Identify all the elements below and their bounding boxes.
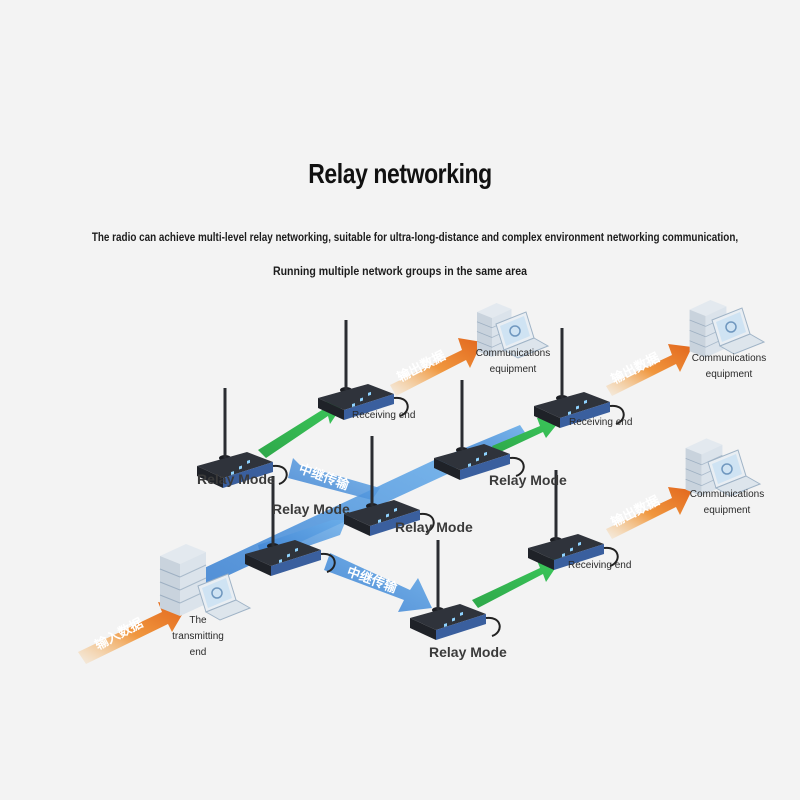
relay-mode-label-5: Relay Mode — [429, 644, 507, 660]
blue-relay-arrows — [168, 425, 528, 612]
relay-transfer-arrow-text-2: 中继传输 — [345, 564, 400, 597]
transmitting-end-label-line1: The — [189, 615, 207, 626]
receiving-end-label-2: Receiving end — [569, 417, 632, 428]
relay-transfer-arrow-text-1: 中继传输 — [297, 461, 352, 494]
receiving-end-label-1: Receiving end — [352, 410, 415, 421]
relay-mode-label-1: Relay Mode — [197, 471, 275, 487]
page-title: Relay networking — [308, 158, 492, 189]
green-arrows — [258, 400, 562, 608]
transmitting-end-label-line2: transmitting — [172, 631, 224, 642]
comm-equipment-2-label-line2: equipment — [706, 369, 753, 380]
description-line-1: The radio can achieve multi-level relay … — [91, 232, 739, 244]
radio-receiving-1-icon — [316, 318, 410, 422]
comm-equipment-1-label-line2: equipment — [490, 364, 537, 375]
comm-equipment-2-label-line1: Communications — [692, 353, 766, 364]
relay-mode-label-2: Relay Mode — [272, 501, 350, 517]
comm-equipment-3-label-line1: Communications — [690, 489, 764, 500]
relay-mode-label-4: Relay Mode — [395, 519, 473, 535]
transmitting-end-label-line3: end — [190, 647, 207, 658]
server-transmitting-icon — [159, 543, 207, 617]
receiving-end-label-3: Receiving end — [568, 560, 631, 571]
relay-mode-label-3: Relay Mode — [489, 472, 567, 488]
orange-arrows — [78, 338, 692, 664]
description-line-2: Running multiple network groups in the s… — [272, 264, 528, 278]
comm-equipment-1-label-line1: Communications — [476, 348, 550, 359]
comm-equipment-3-label-line2: equipment — [704, 505, 751, 516]
